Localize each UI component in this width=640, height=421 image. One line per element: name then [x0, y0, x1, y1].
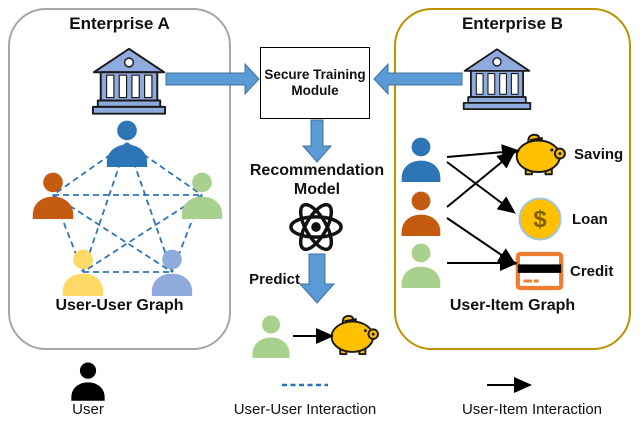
user-icon-b-bottom-green [400, 242, 442, 288]
user-icon-a-bottomright-periwinkle [150, 248, 194, 296]
user-icon-b-top-blue [400, 136, 442, 182]
user-icon-a-top-blue [105, 119, 149, 167]
legend-label-user-item-interaction: User-Item Interaction [461, 401, 603, 418]
item-label-loan: Loan [572, 211, 608, 228]
user-item-graph-caption: User-Item Graph [449, 297, 576, 314]
user-icon-a-right-green [180, 171, 224, 219]
legend-label-user: User [72, 401, 104, 418]
enterprise-b-title: Enterprise B [461, 14, 564, 33]
atom-icon [287, 200, 345, 254]
svg-text:$: $ [533, 206, 546, 233]
user-icon-predict-green [251, 314, 291, 358]
recommendation-model-label: Recommendation Model [249, 162, 385, 198]
predict-label: Predict [249, 271, 300, 288]
dollar-coin-icon-loan: $ [518, 197, 562, 241]
secure-training-module-box: Secure Training Module [260, 47, 370, 119]
item-label-credit: Credit [570, 263, 614, 280]
legend-user-icon [70, 361, 106, 401]
legend-label-user-user-interaction: User-User Interaction [233, 401, 377, 418]
secure-training-module-label: Secure Training Module [264, 67, 366, 98]
piggy-bank-icon-saving [514, 131, 568, 178]
user-user-graph-caption: User-User Graph [55, 297, 184, 314]
user-icon-a-bottomleft-yellow [61, 248, 105, 296]
item-label-saving: Saving [574, 146, 624, 163]
bank-icon-a [90, 45, 168, 117]
user-icon-a-left-orange [31, 171, 75, 219]
credit-card-icon-credit [515, 251, 564, 291]
enterprise-a-title: Enterprise A [69, 14, 170, 33]
bank-icon-b [461, 45, 533, 113]
user-icon-b-middle-orange [400, 190, 442, 236]
piggy-bank-icon-predict [329, 312, 381, 358]
